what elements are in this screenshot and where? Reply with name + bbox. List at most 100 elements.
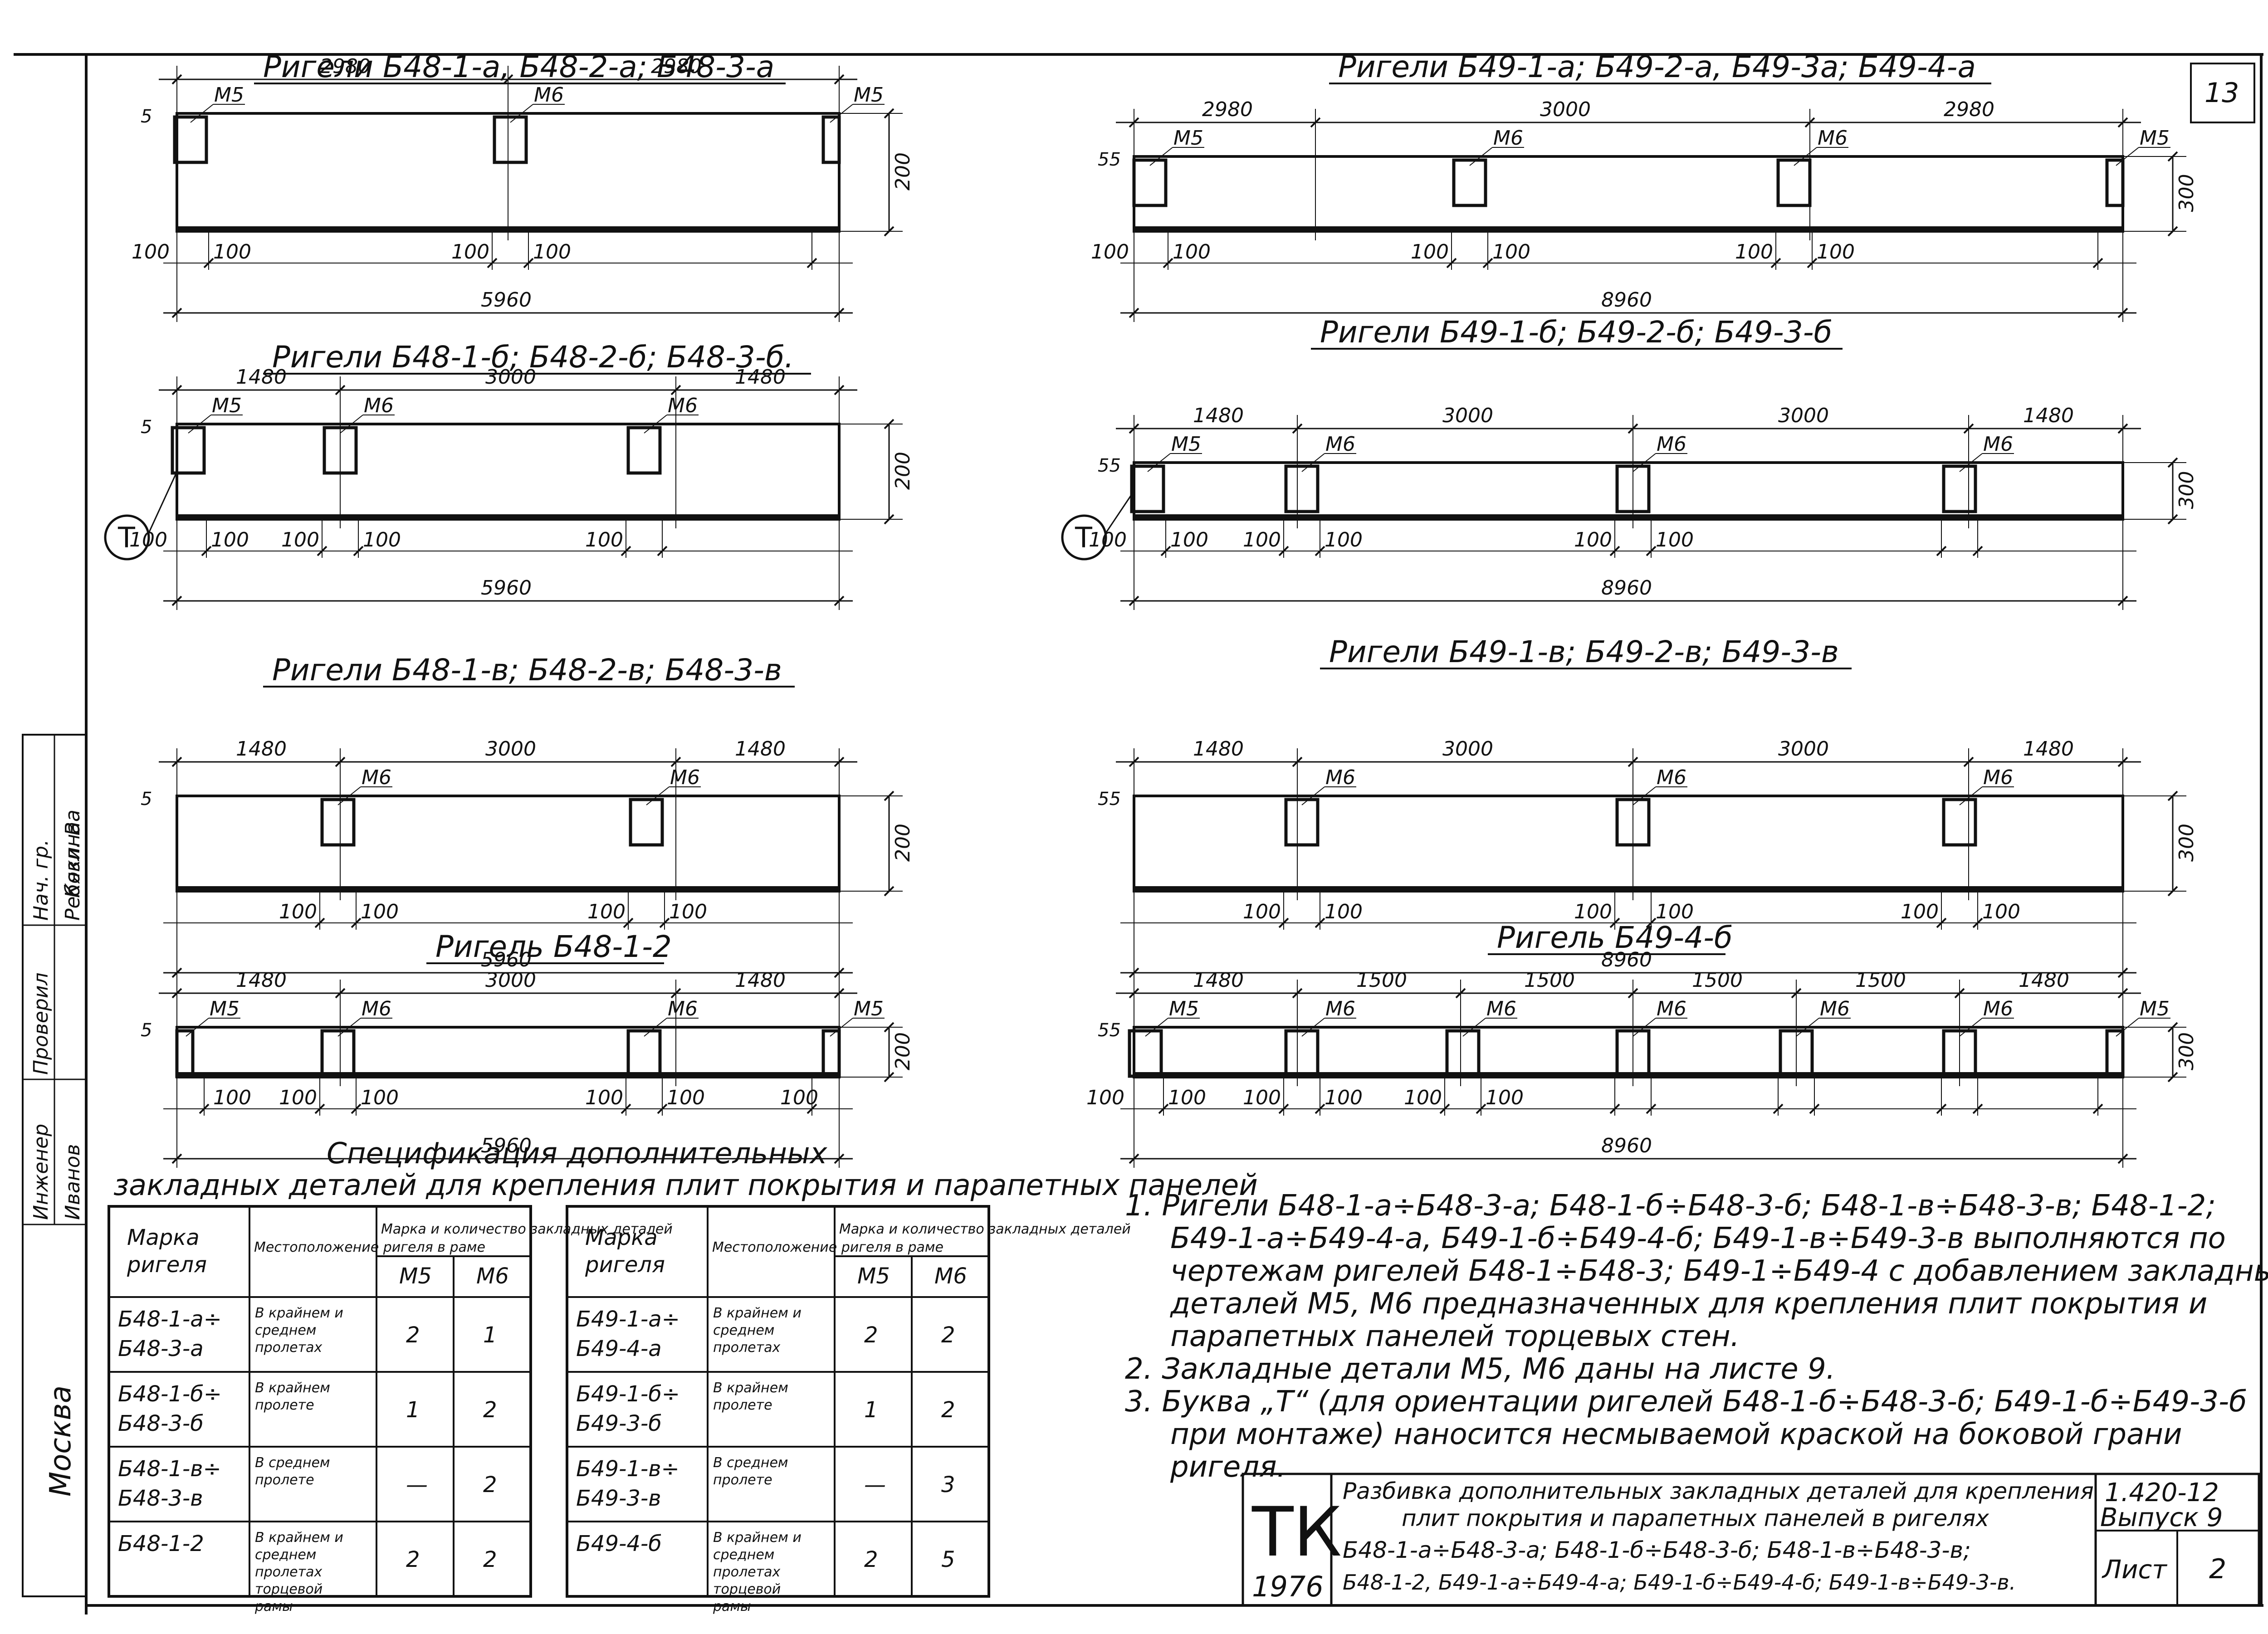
total-dim-value: 8960	[1601, 1134, 1652, 1157]
dim-tick	[659, 917, 670, 928]
beam-title: Ригель Б48-1-2	[435, 929, 672, 964]
plate-marker: М5	[210, 997, 240, 1020]
row-m6: 2	[941, 1322, 955, 1348]
dim-tick	[2167, 886, 2178, 897]
side-stamp-name-1: Иванов	[61, 1144, 84, 1220]
dim-tick	[1773, 1103, 1784, 1114]
top-dim-value: 1480	[2023, 404, 2074, 427]
dim-tick	[807, 1103, 817, 1114]
row-m5: 2	[864, 1547, 878, 1572]
dim-tick	[1963, 423, 1974, 434]
row-mark: Б49-3-б	[576, 1411, 662, 1436]
height-dim-value: 300	[2175, 824, 2198, 862]
leader-line	[644, 415, 667, 434]
dim-tick	[670, 988, 681, 999]
dim-tick	[1609, 1103, 1620, 1114]
dim-tick	[884, 514, 894, 525]
row-m6: 5	[941, 1547, 955, 1572]
spacing-value: 100	[451, 240, 489, 263]
dim-tick	[1292, 423, 1303, 434]
embedded-plate	[1615, 1029, 1651, 1078]
dim-tick	[1807, 258, 1818, 268]
dim-tick	[1439, 1103, 1450, 1114]
beam-body	[176, 423, 841, 521]
spacing-value: 100	[1486, 1086, 1524, 1109]
dim-tick	[1129, 595, 1139, 606]
dim-tick	[2117, 423, 2128, 434]
dim-tick	[523, 258, 534, 268]
dim-tick	[2117, 1153, 2128, 1164]
spacing-value: 100	[1168, 1086, 1206, 1109]
dim-tick	[351, 1103, 362, 1114]
top-dim-value: 2980	[651, 55, 702, 78]
row-m5: —	[406, 1472, 428, 1497]
leader-line	[1633, 1018, 1656, 1037]
dim-tick	[171, 74, 182, 85]
embedded-plate	[1942, 1029, 1977, 1078]
spacing-value: 100	[667, 1086, 705, 1109]
height-dim-value: 300	[2175, 471, 2198, 509]
spacing-value: 100	[279, 1086, 317, 1109]
plate-marker: М6	[670, 766, 700, 789]
row-mark: Б48-3-в	[118, 1486, 203, 1511]
spacing-value: 100	[533, 240, 571, 263]
leader-line	[337, 1018, 361, 1037]
plate-marker: М6	[1493, 127, 1523, 150]
plate-marker: М6	[1325, 766, 1355, 789]
dim-tick	[1315, 917, 1325, 928]
embedded-plate	[1132, 158, 1168, 207]
dim-tick	[171, 385, 182, 395]
height-dim-value: 200	[891, 824, 914, 862]
spacing-value: 100	[132, 240, 170, 263]
leader-line	[1959, 1018, 1983, 1037]
total-dim-value: 5960	[481, 288, 532, 312]
dim-tick	[1972, 917, 1983, 928]
spacing-value: 100	[1089, 528, 1127, 551]
spacing-value: 100	[1574, 900, 1612, 923]
beam-body	[1133, 155, 2124, 233]
plate-marker: М6	[1818, 127, 1848, 150]
dim-tick	[171, 1153, 182, 1164]
embedded-plate	[626, 426, 662, 475]
row-m6: 2	[483, 1547, 497, 1572]
plate-marker: М6	[1657, 766, 1686, 789]
row-location: среднем	[255, 1322, 316, 1338]
dim-tick	[1310, 117, 1321, 128]
row-location: пролетах	[255, 1340, 323, 1356]
row-location: торцевой	[255, 1581, 323, 1597]
embedded-plate	[323, 426, 358, 475]
spacing-value: 100	[1982, 900, 2020, 923]
dim-tick	[2167, 457, 2178, 468]
beam-title: Ригели Б49-1-а; Б49-2-а, Б49-3а; Б49-4-а	[1338, 49, 1976, 84]
row-mark: Б48-1-б÷	[118, 1381, 222, 1407]
plate-marker: М6	[1325, 433, 1355, 456]
plate-marker: М5	[1171, 433, 1201, 456]
dim-tick	[1972, 1103, 1983, 1114]
row-location: торцевой	[713, 1581, 781, 1597]
dim-tick	[834, 1153, 845, 1164]
row-location: В среднем	[713, 1455, 788, 1471]
dim-tick	[884, 1022, 894, 1033]
dim-tick	[314, 1103, 325, 1114]
side-stamp-role-2: Проверил	[29, 972, 53, 1075]
spacing-value: 100	[279, 900, 317, 923]
dim-tick	[1292, 756, 1303, 767]
dim-tick	[2117, 967, 2128, 978]
plate-marker: М5	[212, 394, 242, 417]
dim-tick	[1482, 258, 1493, 268]
top-dim-value: 3000	[1778, 404, 1829, 427]
leader-line	[646, 786, 670, 805]
dim-tick	[1278, 1103, 1289, 1114]
header-qty: Марка и количество закладных деталей	[839, 1221, 1131, 1237]
dim-tick	[2167, 1022, 2178, 1033]
dim-tick	[884, 886, 894, 897]
row-location: среднем	[255, 1547, 316, 1563]
top-dim-value: 1480	[735, 366, 786, 389]
notes-block: 1. Ригели Б48-1-а÷Б48-3-а; Б48-1-б÷Б48-3…	[1125, 1189, 2268, 1484]
dim-tick	[503, 74, 513, 85]
dim-tick	[1292, 988, 1303, 999]
height-dim-value: 200	[891, 1032, 914, 1070]
